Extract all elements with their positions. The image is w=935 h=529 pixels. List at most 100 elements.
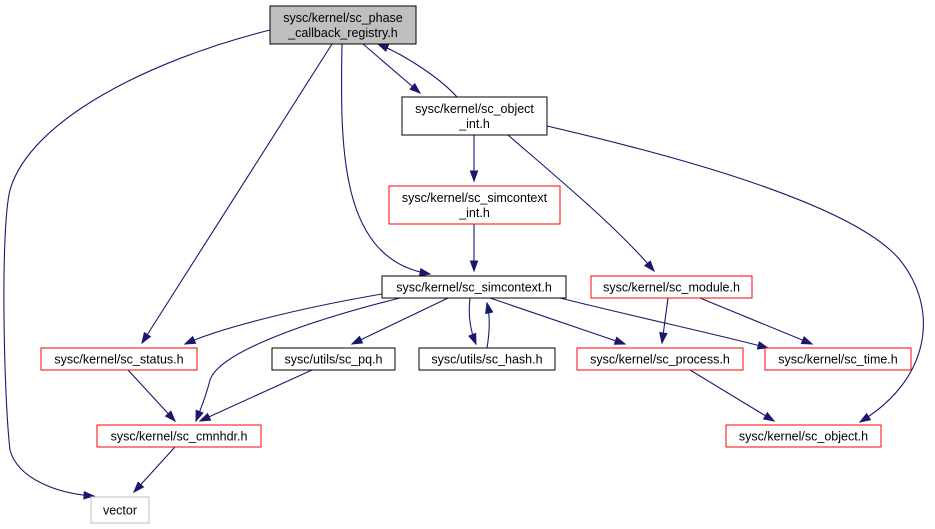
edge-simctx-to-pq xyxy=(350,297,449,345)
edge-simctx-to-time xyxy=(559,297,770,350)
arrowhead xyxy=(350,335,364,345)
nodes-layer: sysc/kernel/sc_phase_callback_registry.h… xyxy=(40,5,912,524)
arrowhead xyxy=(195,409,204,423)
arrowhead xyxy=(83,490,96,500)
node-box xyxy=(269,5,417,45)
edge-line xyxy=(546,125,924,423)
node-label: _int.h xyxy=(458,117,490,131)
node-label: _int.h xyxy=(458,206,490,220)
node-simctx[interactable]: sysc/kernel/sc_simcontext.h xyxy=(381,275,567,299)
edge-line xyxy=(351,297,449,345)
node-pq[interactable]: sysc/utils/sc_pq.h xyxy=(271,347,396,371)
node-label: sysc/kernel/sc_object.h xyxy=(739,430,868,444)
node-label: sysc/kernel/sc_phase xyxy=(283,11,403,25)
node-label: sysc/kernel/sc_module.h xyxy=(603,281,740,295)
node-label: vector xyxy=(103,504,137,518)
node-label: sysc/kernel/sc_object xyxy=(415,102,534,116)
node-box xyxy=(576,347,744,371)
edge-simctxint-to-simctx xyxy=(469,224,479,273)
node-box xyxy=(764,347,912,371)
arrowhead xyxy=(418,267,432,277)
edge-simctx-to-process xyxy=(489,297,627,345)
node-box xyxy=(40,347,198,371)
node-label: sysc/utils/sc_pq.h xyxy=(285,353,383,367)
arrowhead xyxy=(659,332,668,345)
edges-layer xyxy=(3,29,924,500)
edge-line xyxy=(689,369,775,422)
arrowhead xyxy=(800,336,814,345)
node-box xyxy=(725,424,882,448)
edge-line xyxy=(699,297,813,345)
edge-objint-to-simctxint xyxy=(469,135,479,183)
node-box xyxy=(271,347,396,371)
node-label: sysc/utils/sc_hash.h xyxy=(431,353,542,367)
arrowhead xyxy=(141,331,152,345)
node-module[interactable]: sysc/kernel/sc_module.h xyxy=(590,275,753,299)
edge-simctx-to-hash xyxy=(468,297,477,346)
edge-line xyxy=(507,134,655,272)
edge-line xyxy=(362,43,421,94)
node-label: sysc/kernel/sc_time.h xyxy=(778,353,898,367)
edge-line xyxy=(3,29,271,497)
node-cmnhdr[interactable]: sysc/kernel/sc_cmnhdr.h xyxy=(96,424,262,448)
edge-pq-to-cmnhdr xyxy=(198,369,313,422)
node-object[interactable]: sysc/kernel/sc_object.h xyxy=(725,424,882,448)
node-label: sysc/kernel/sc_simcontext.h xyxy=(396,281,552,295)
arrowhead xyxy=(469,260,479,273)
node-hash[interactable]: sysc/utils/sc_hash.h xyxy=(418,347,556,371)
node-label: _callback_registry.h xyxy=(287,26,398,40)
node-registry[interactable]: sysc/kernel/sc_phase_callback_registry.h xyxy=(269,5,417,45)
node-label: sysc/kernel/sc_cmnhdr.h xyxy=(111,430,248,444)
edge-objint-to-module xyxy=(507,134,655,273)
edge-simctx-to-status xyxy=(183,293,383,345)
edge-registry-to-status xyxy=(141,43,333,345)
edge-cmnhdr-to-vector xyxy=(133,446,176,494)
node-process[interactable]: sysc/kernel/sc_process.h xyxy=(576,347,744,371)
edge-line xyxy=(559,297,769,349)
edge-module-to-process xyxy=(659,297,669,345)
arrowhead xyxy=(643,260,655,273)
edge-status-to-cmnhdr xyxy=(127,369,177,423)
edge-line xyxy=(199,369,313,422)
arrowhead xyxy=(376,43,390,53)
edge-module-to-time xyxy=(699,297,814,345)
node-label: sysc/kernel/sc_status.h xyxy=(54,353,183,367)
edge-line xyxy=(195,297,401,422)
node-box xyxy=(401,96,548,136)
edge-registry-to-vector xyxy=(3,29,271,500)
node-simctxint[interactable]: sysc/kernel/sc_simcontext_int.h xyxy=(388,185,561,225)
node-label: sysc/kernel/sc_simcontext xyxy=(402,191,548,205)
edge-objint-to-object xyxy=(546,125,924,423)
node-box xyxy=(96,424,262,448)
arrowhead xyxy=(468,332,477,346)
arrowhead xyxy=(133,481,145,494)
edge-registry-to-simctx xyxy=(340,43,432,277)
node-box xyxy=(388,185,561,225)
arrowhead xyxy=(409,82,422,94)
edge-line xyxy=(141,43,333,344)
node-box xyxy=(418,347,556,371)
arrowhead xyxy=(762,411,776,422)
edge-process-to-object xyxy=(689,369,776,422)
node-box xyxy=(381,275,567,299)
node-box xyxy=(590,275,753,299)
edge-line xyxy=(340,43,431,275)
node-objint[interactable]: sysc/kernel/sc_object_int.h xyxy=(401,96,548,136)
node-box xyxy=(90,496,150,524)
node-time[interactable]: sysc/kernel/sc_time.h xyxy=(764,347,912,371)
arrowhead xyxy=(469,170,479,183)
edge-registry-to-objint xyxy=(362,43,422,94)
node-vector[interactable]: vector xyxy=(90,496,150,524)
arrowhead xyxy=(613,336,627,345)
edge-simctx-to-cmnhdr xyxy=(195,297,401,423)
edge-line xyxy=(489,297,626,345)
node-label: sysc/kernel/sc_process.h xyxy=(590,353,730,367)
edge-hash-to-simctx xyxy=(485,301,494,349)
edge-line xyxy=(184,293,383,345)
arrowhead xyxy=(183,335,197,345)
arrowhead xyxy=(164,410,177,423)
arrowhead xyxy=(198,412,212,422)
arrowhead xyxy=(485,301,494,315)
node-status[interactable]: sysc/kernel/sc_status.h xyxy=(40,347,198,371)
